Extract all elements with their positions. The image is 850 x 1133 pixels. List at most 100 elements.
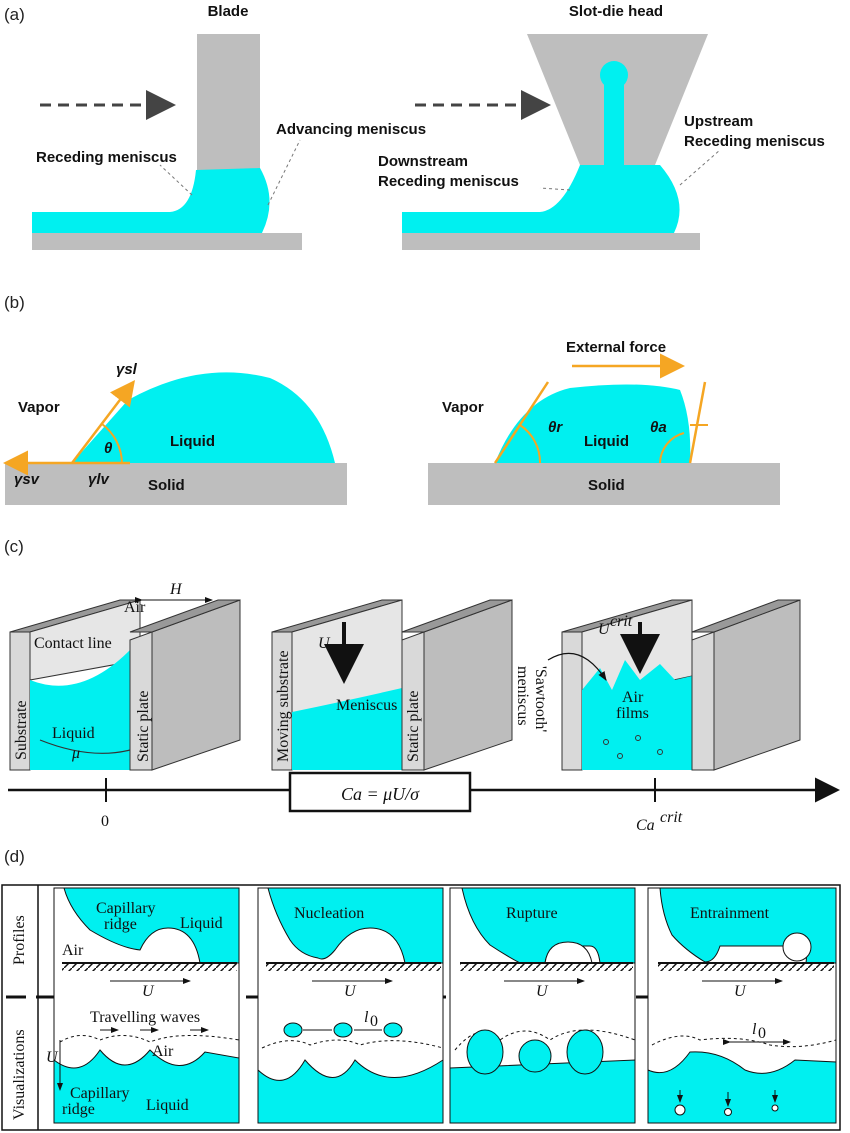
- U-label-3: U: [536, 983, 549, 1000]
- leader-advancing: [267, 139, 301, 206]
- label-liquid-left: Liquid: [170, 433, 215, 450]
- label-theta: θ: [104, 440, 113, 457]
- label-liquid-right: Liquid: [584, 433, 629, 450]
- vis-liquid-1: [53, 1049, 240, 1124]
- label-air-films-1: Air: [622, 689, 644, 706]
- label-vapor-right: Vapor: [442, 399, 484, 416]
- label-profiles: Profiles: [11, 915, 28, 965]
- label-U-crit-sup: crit: [610, 613, 633, 630]
- label-l0-2-sub: 0: [370, 1013, 378, 1030]
- theta-arc: [101, 423, 123, 464]
- label-gamma-sv: γsv: [14, 471, 41, 488]
- profile-4: U Entrainment l 0: [647, 887, 837, 1124]
- label-gamma-sl: γsl: [116, 361, 138, 378]
- bubble-2: [635, 735, 641, 741]
- U-label-2: U: [344, 983, 357, 1000]
- blade: [197, 34, 260, 170]
- blade-title: Blade: [208, 3, 249, 20]
- panel-d: (d) Profiles Visualizations U Capillary …: [1, 847, 841, 1131]
- substrate-slab-3: [561, 631, 583, 771]
- label-vapor-left: Vapor: [18, 399, 60, 416]
- label-rupture: Rupture: [506, 905, 558, 922]
- liquid-left: [32, 168, 270, 233]
- label-travelling-waves: Travelling waves: [90, 1009, 200, 1026]
- bubble-vis-3b: [518, 1039, 552, 1073]
- label-U-crit: U: [598, 621, 611, 638]
- label-upstream-2: Receding meniscus: [684, 133, 825, 150]
- label-ridge-1: ridge: [104, 916, 137, 933]
- panel-c: (c) H Air Contact line Substrate Liquid …: [4, 537, 840, 834]
- bubble-1: [603, 739, 609, 745]
- bubble-vis-2b: [333, 1022, 353, 1038]
- rupture-bubble: [544, 941, 593, 964]
- label-moving-substrate: Moving substrate: [275, 650, 292, 762]
- droplet-4c: [771, 1104, 779, 1112]
- panel-b: (b) Vapor Liquid Solid θ γsl γsv γlv Ext…: [3, 293, 780, 505]
- ca-zero-label: 0: [101, 813, 109, 830]
- profile-2: U Nucleation l 0: [257, 887, 444, 1124]
- vis-liquid-4: [647, 1051, 837, 1124]
- label-entrainment: Entrainment: [690, 905, 770, 922]
- slotdie-reservoir: [600, 61, 628, 89]
- solid-right: [428, 463, 780, 505]
- sawtooth-pointer: [547, 652, 607, 682]
- droplet-right: [495, 384, 691, 463]
- plate-top-2: [401, 599, 513, 633]
- label-solid-left: Solid: [148, 477, 185, 494]
- U-label-4: U: [734, 983, 747, 1000]
- label-l0-4: l: [752, 1021, 757, 1038]
- hatch-1: [62, 963, 237, 971]
- label-liquid-c: Liquid: [52, 725, 95, 742]
- label-substrate: Substrate: [13, 700, 30, 760]
- label-theta-r: θr: [548, 419, 563, 436]
- label-gamma-lv: γlv: [88, 471, 111, 488]
- theta-a-arc: [659, 432, 685, 464]
- label-theta-a: θa: [650, 419, 667, 436]
- substrate-right: [402, 233, 700, 250]
- droplet-4b: [724, 1108, 732, 1116]
- panel-d-label: (d): [4, 847, 25, 866]
- ca-crit-label: Ca: [636, 817, 655, 834]
- cell-static: H Air Contact line Substrate Liquid μ St…: [9, 581, 241, 771]
- ca-crit-sup: crit: [660, 809, 683, 826]
- droplet-4a: [674, 1104, 686, 1116]
- hatch-2: [266, 963, 441, 971]
- label-ridge-2: ridge: [62, 1101, 95, 1118]
- panel-b-label: (b): [4, 293, 25, 312]
- bubble-vis-3a: [466, 1029, 504, 1075]
- profile-liquid-1: [63, 887, 240, 964]
- label-sawtooth-1: 'Sawtooth': [532, 666, 549, 732]
- droplet-left: [72, 372, 335, 463]
- profile-3: U Rupture: [449, 887, 636, 1124]
- label-nucleation: Nucleation: [294, 905, 364, 922]
- ca-formula: Ca = μU/σ: [341, 784, 420, 804]
- entrained-bubble: [782, 932, 812, 962]
- leader-receding: [159, 164, 193, 196]
- panel-c-label: (c): [4, 537, 24, 556]
- label-liquid-2: Liquid: [146, 1097, 189, 1114]
- slotdie-title: Slot-die head: [569, 3, 663, 20]
- label-air-c: Air: [124, 599, 146, 616]
- label-H: H: [169, 581, 183, 598]
- label-U-2: U: [318, 635, 331, 652]
- label-downstream-1: Downstream: [378, 153, 468, 170]
- U-label-1: U: [142, 983, 155, 1000]
- label-static-plate-2: Static plate: [405, 690, 422, 762]
- hatch-4: [658, 963, 834, 971]
- slotdie-channel: [604, 78, 624, 166]
- label-mu: μ: [71, 745, 80, 762]
- plate-top-1: [129, 599, 241, 633]
- label-air-films-2: films: [616, 705, 649, 722]
- plate-top-3: [691, 599, 801, 633]
- label-l0-2: l: [364, 1009, 369, 1026]
- liquid-right: [402, 165, 680, 233]
- label-solid-right: Solid: [588, 477, 625, 494]
- label-liquid-1: Liquid: [180, 915, 223, 932]
- panel-a-label: (a): [4, 5, 25, 24]
- bubble-vis-3c: [566, 1029, 604, 1075]
- label-upstream-1: Upstream: [684, 113, 753, 130]
- leader-downstream: [539, 187, 571, 191]
- theta-a-line: [688, 381, 707, 464]
- label-downstream-2: Receding meniscus: [378, 173, 519, 190]
- plate-3: [691, 631, 715, 771]
